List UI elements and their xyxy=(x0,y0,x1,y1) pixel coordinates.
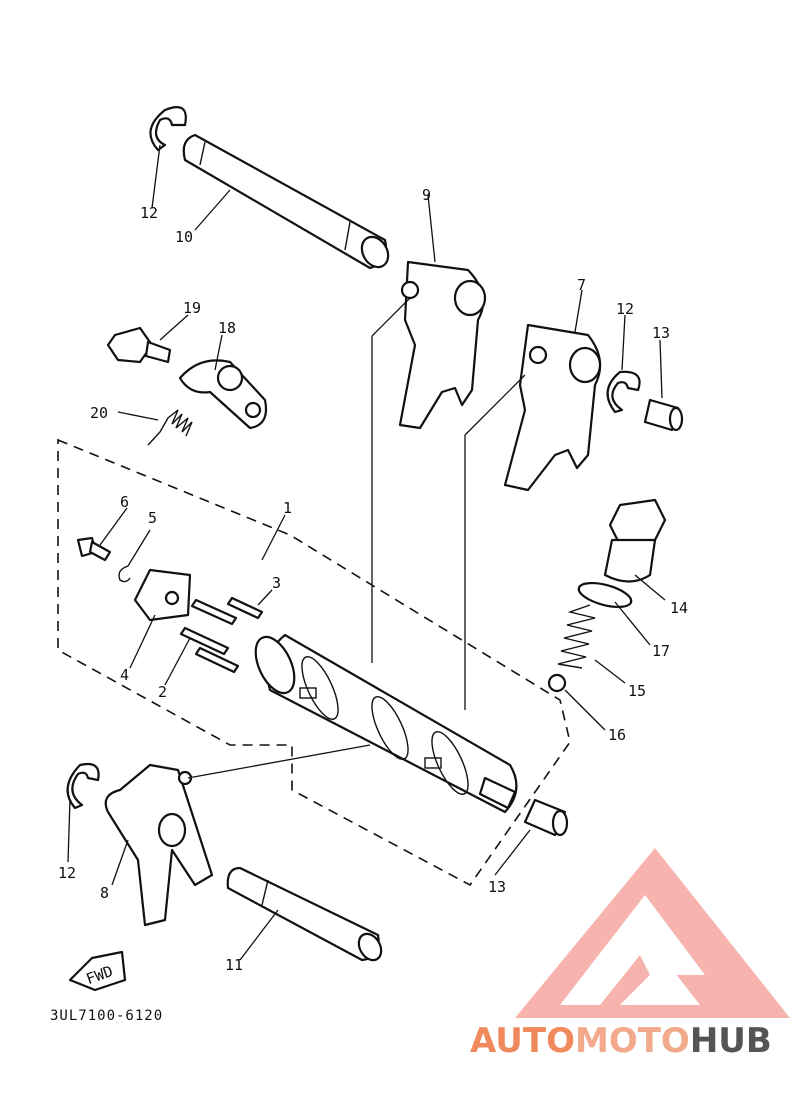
part-6-screw xyxy=(76,536,112,562)
watermark-moto: MOTO xyxy=(575,1021,690,1061)
part-16-ball xyxy=(547,673,567,693)
callout-6: 6 xyxy=(120,493,129,511)
watermark-auto: AUTO xyxy=(470,1021,575,1061)
callout-15: 15 xyxy=(628,682,646,700)
callout-19: 19 xyxy=(183,299,201,317)
callout-labels: 12 10 9 7 12 13 19 18 20 6 5 1 3 4 2 14 … xyxy=(58,186,688,974)
callout-18: 18 xyxy=(218,319,236,337)
part-11-shaft xyxy=(226,866,383,962)
part-1-shift-drum xyxy=(254,633,518,814)
part-2-pins xyxy=(179,626,240,674)
part-12-circlip-top xyxy=(149,106,187,152)
leader-lines xyxy=(67,144,666,961)
part-8-shift-fork xyxy=(104,763,214,927)
part-13-roller-upper xyxy=(643,398,684,432)
callout-13-lower: 13 xyxy=(488,878,506,896)
part-10-shaft xyxy=(182,133,390,270)
callout-12-right: 12 xyxy=(616,300,634,318)
watermark-text: AUTOMOTOHUB xyxy=(470,1021,772,1061)
part-12-circlip-bottom xyxy=(66,762,100,810)
part-12-circlip-right xyxy=(606,370,641,414)
callout-10: 10 xyxy=(175,228,193,246)
callout-3: 3 xyxy=(272,574,281,592)
callout-12-top: 12 xyxy=(140,204,158,222)
part-18-stopper-lever xyxy=(178,359,268,430)
part-4-segment-plate xyxy=(133,568,192,622)
svg-text:AUTOMOTOHUB: AUTOMOTOHUB xyxy=(470,1021,772,1061)
callout-14: 14 xyxy=(670,599,688,617)
callout-7: 7 xyxy=(577,276,586,294)
part-9-shift-fork xyxy=(398,260,487,430)
callout-8: 8 xyxy=(100,884,109,902)
fwd-arrow-icon: FWD xyxy=(68,950,127,992)
watermark-hub: HUB xyxy=(690,1021,772,1061)
callout-4: 4 xyxy=(120,666,129,684)
callout-16: 16 xyxy=(608,726,626,744)
part-17-washer xyxy=(577,581,633,609)
watermark-logo xyxy=(515,848,790,1018)
part-13-roller-lower xyxy=(523,798,569,837)
part-14-plug-bolt xyxy=(603,498,667,583)
assembly-outline xyxy=(57,438,571,887)
callout-1: 1 xyxy=(283,499,292,517)
part-19-bolt xyxy=(106,326,172,364)
callout-5: 5 xyxy=(148,509,157,527)
callout-9: 9 xyxy=(422,186,431,204)
part-7-shift-fork xyxy=(503,323,602,492)
callout-17: 17 xyxy=(652,642,670,660)
callout-11: 11 xyxy=(225,956,243,974)
callout-12-bottom: 12 xyxy=(58,864,76,882)
part-5-clip xyxy=(118,565,131,583)
part-15-spring xyxy=(557,604,596,669)
callout-20: 20 xyxy=(90,404,108,422)
part-20-spring xyxy=(147,409,193,446)
diagram-code: 3UL7100-6120 xyxy=(50,1008,163,1024)
callout-13-upper: 13 xyxy=(652,324,670,342)
callout-2: 2 xyxy=(158,683,167,701)
part-3-pins xyxy=(190,596,264,626)
